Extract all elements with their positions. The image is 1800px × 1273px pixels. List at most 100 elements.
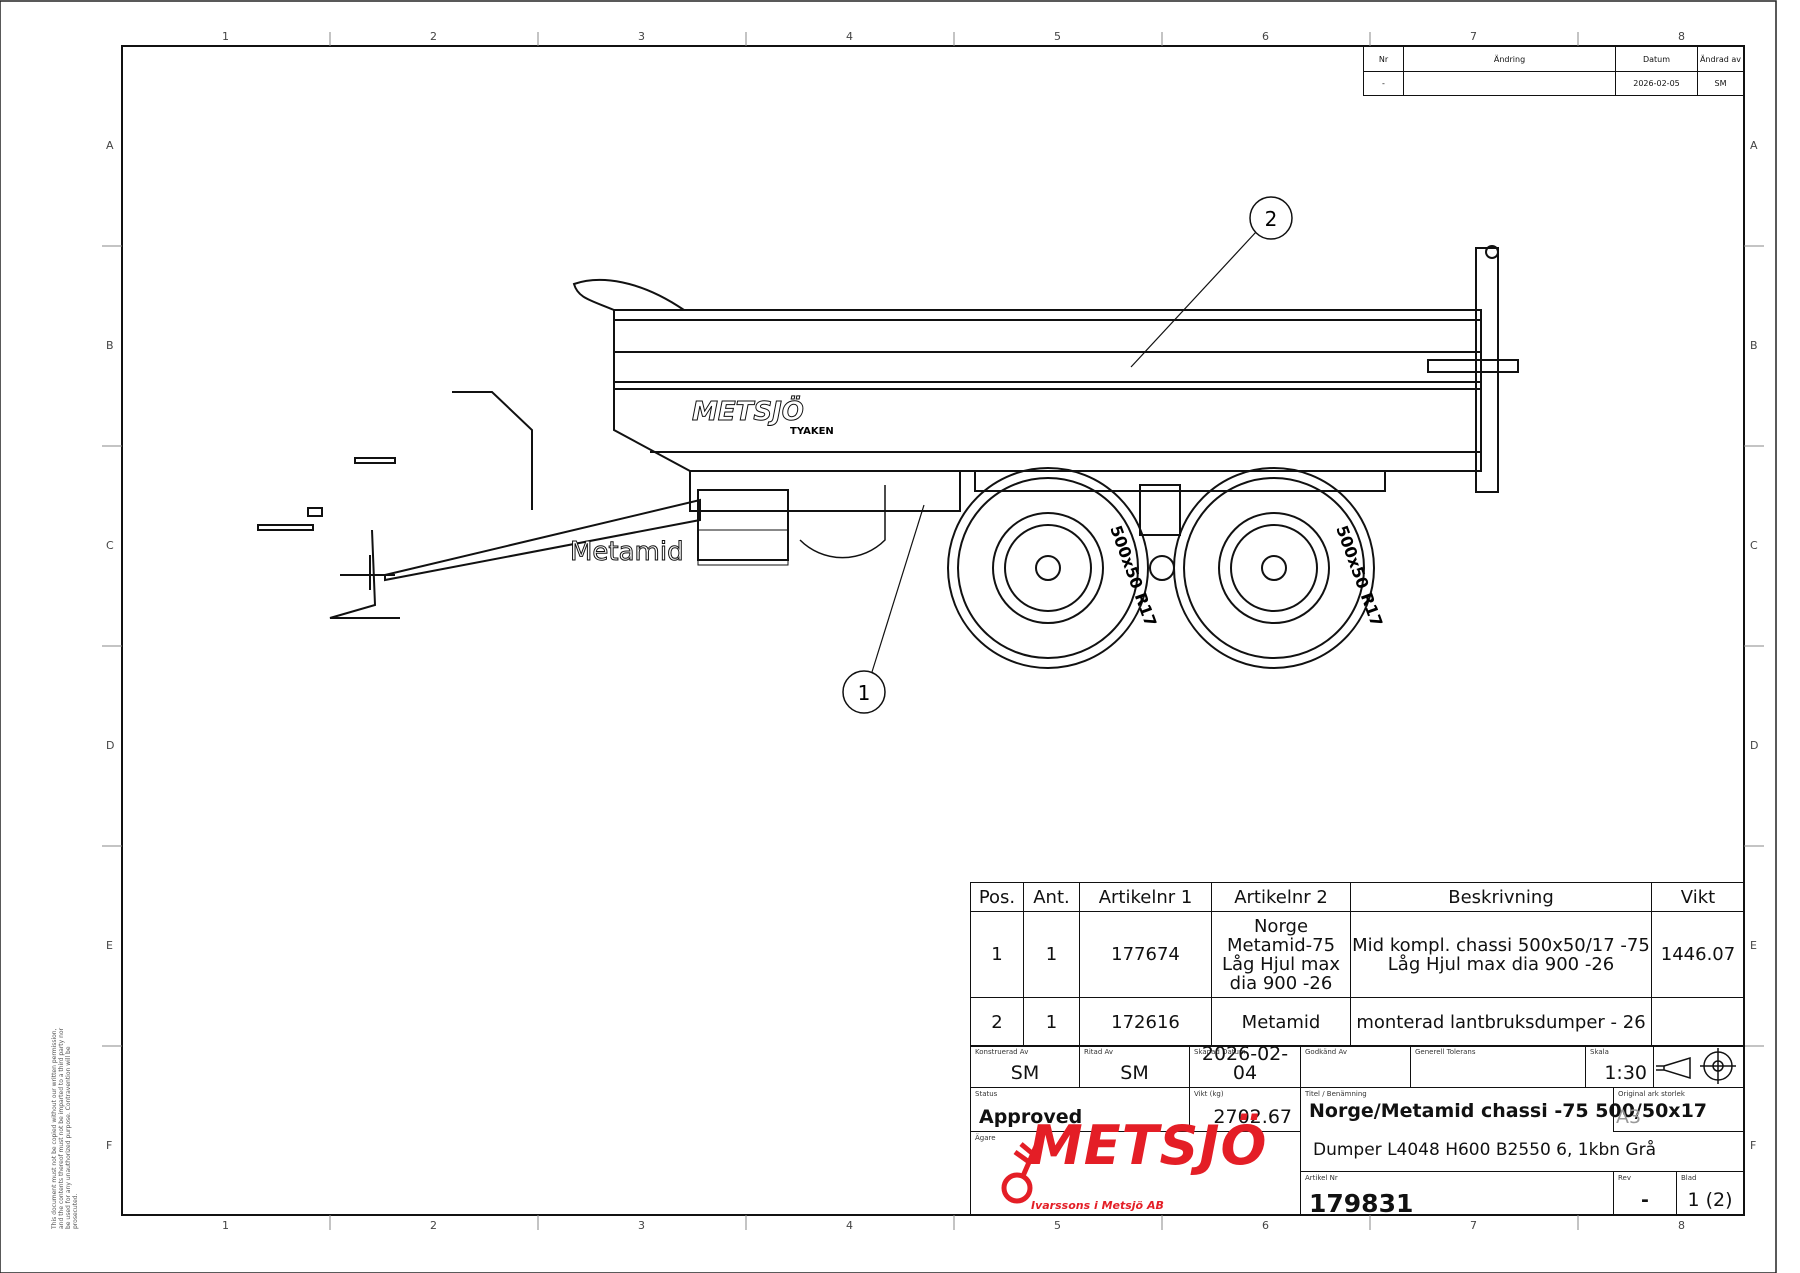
body-sub-text: TYAKEN (790, 426, 834, 437)
skapad-datum-value: 2026-02-04 (1201, 1043, 1289, 1084)
parts-cell-pos: 1 (970, 911, 1024, 998)
drawbar-label: Metamid (570, 537, 684, 567)
projection-symbol-icon (1656, 1048, 1736, 1084)
zone-row-label: B (1750, 339, 1758, 352)
konstruerad-av-value: SM (1010, 1062, 1040, 1084)
konstruerad-av-label: Konstruerad Av (975, 1048, 1029, 1056)
parts-cell-vikt: 1446.07 (1651, 911, 1745, 998)
zone-column-label: 7 (1470, 30, 1477, 43)
zone-column-label: 7 (1470, 1219, 1477, 1232)
parts-header-beskrivning: Beskrivning (1350, 882, 1652, 912)
trailer-drawing (257, 196, 1519, 714)
balloon-1 (842, 504, 925, 714)
title-line-2: Dumper L4048 H600 B2550 6, 1kbn Grå (1313, 1140, 1657, 1160)
zone-column-label: 6 (1262, 1219, 1269, 1232)
tolerans-label: Generell Tolerans (1415, 1048, 1476, 1056)
skapad-datum-label: Skapad Datum (1194, 1048, 1246, 1056)
logo-text: METSJÖ (1029, 1114, 1268, 1177)
rev-andring (1403, 71, 1616, 96)
zone-column-label: 6 (1262, 30, 1269, 43)
parts-cell-beskrivning: Mid kompl. chassi 500x50/17 -75 Låg Hjul… (1350, 911, 1652, 998)
ark-storlek-label: Original ark storlek (1618, 1090, 1685, 1098)
ark-storlek-value: A3 (1616, 1106, 1642, 1128)
blad-value: 1 (2) (1687, 1189, 1733, 1211)
blad-cell: Blad 1 (2) (1676, 1171, 1744, 1215)
zone-row-label: C (106, 539, 114, 552)
chassis (257, 391, 1386, 619)
status-value: Approved (979, 1106, 1083, 1128)
zone-row-label: A (1750, 139, 1758, 152)
rev-header-nr: Nr (1363, 46, 1404, 72)
agare-label: Ägare (975, 1134, 996, 1142)
skala-label: Skala (1590, 1048, 1609, 1056)
rev-header-andring: Ändring (1403, 46, 1616, 72)
zone-column-label: 5 (1054, 30, 1061, 43)
rev-datum: 2026-02-05 (1615, 71, 1698, 96)
godkand-av-label: Godkänd Av (1305, 1048, 1347, 1056)
drawing-frame (121, 45, 1745, 1216)
zone-row-label: D (106, 739, 115, 752)
parts-cell-artikelnr-2: Norge Metamid-75 Låg Hjul max dia 900 -2… (1211, 911, 1351, 998)
zone-column-label: 3 (638, 30, 645, 43)
zone-row-label: A (106, 139, 114, 152)
rev-value: - (1641, 1189, 1649, 1211)
ritad-av-value: SM (1120, 1062, 1149, 1084)
parts-cell-beskrivning: monterad lantbruksdumper - 26 (1350, 997, 1652, 1047)
zone-column-label: 8 (1678, 1219, 1685, 1232)
zone-row-label: D (1750, 739, 1759, 752)
parts-cell-ant: 1 (1023, 997, 1080, 1047)
parts-header-vikt: Vikt (1651, 882, 1745, 912)
wheel-front (947, 467, 1149, 669)
zone-row-label: B (106, 339, 114, 352)
parts-cell-artikelnr-2: Metamid (1211, 997, 1351, 1047)
agare-cell: Ägare METSJÖ Ivarssons i Metsjö AB (970, 1114, 1301, 1215)
titel-cell: Titel / Benämning Norge/Metamid chassi -… (1300, 1087, 1744, 1172)
zone-column-label: 4 (846, 30, 853, 43)
titel-label: Titel / Benämning (1305, 1090, 1367, 1098)
blad-label: Blad (1681, 1174, 1697, 1182)
parts-header-ant: Ant. (1023, 882, 1080, 912)
wheel-rear (1173, 467, 1375, 669)
rev-nr: - (1363, 71, 1404, 96)
parts-header-pos: Pos. (970, 882, 1024, 912)
projection-cell (1653, 1045, 1744, 1088)
metsjo-logo: METSJÖ Ivarssons i Metsjö AB (999, 1114, 1289, 1212)
parts-cell-vikt (1651, 997, 1745, 1047)
title-line-1: Norge/Metamid chassi -75 500/50x17 (1309, 1100, 1708, 1122)
parts-cell-pos: 2 (970, 997, 1024, 1047)
zone-row-label: E (1750, 939, 1757, 952)
artikel-nr-label: Artikel Nr (1305, 1174, 1338, 1182)
body-logo-text: METSJÖ (692, 394, 804, 427)
zone-row-label: F (106, 1139, 113, 1152)
zone-column-label: 1 (222, 30, 229, 43)
rev-cell: Rev - (1613, 1171, 1677, 1215)
zone-column-label: 3 (638, 1219, 645, 1232)
dump-body (572, 245, 1519, 493)
rev-label: Rev (1618, 1174, 1631, 1182)
rev-andrad-av: SM (1697, 71, 1744, 96)
status-label: Status (975, 1090, 998, 1098)
konstruerad-av-cell: Konstruerad Av SM (970, 1045, 1080, 1088)
vikt-label: Vikt (kg) (1194, 1090, 1224, 1098)
zone-row-label: C (1750, 539, 1758, 552)
balloon-2 (1130, 196, 1293, 368)
zone-column-label: 2 (430, 30, 437, 43)
zone-column-label: 2 (430, 1219, 437, 1232)
parts-header-artikelnr-2: Artikelnr 2 (1211, 882, 1351, 912)
rev-header-andrad-av: Ändrad av (1697, 46, 1744, 72)
godkand-av-cell: Godkänd Av (1300, 1045, 1411, 1088)
ritad-av-label: Ritad Av (1084, 1048, 1114, 1056)
zone-column-label: 5 (1054, 1219, 1061, 1232)
zone-column-label: 1 (222, 1219, 229, 1232)
balloon-2-label: 2 (1265, 207, 1278, 231)
metsjo-logo-icon (1001, 1142, 1040, 1204)
parts-cell-ant: 1 (1023, 911, 1080, 998)
zone-row-label: F (1750, 1139, 1757, 1152)
copyright-note: This document must not be copied without… (51, 1027, 79, 1229)
tolerans-cell: Generell Tolerans (1410, 1045, 1586, 1088)
